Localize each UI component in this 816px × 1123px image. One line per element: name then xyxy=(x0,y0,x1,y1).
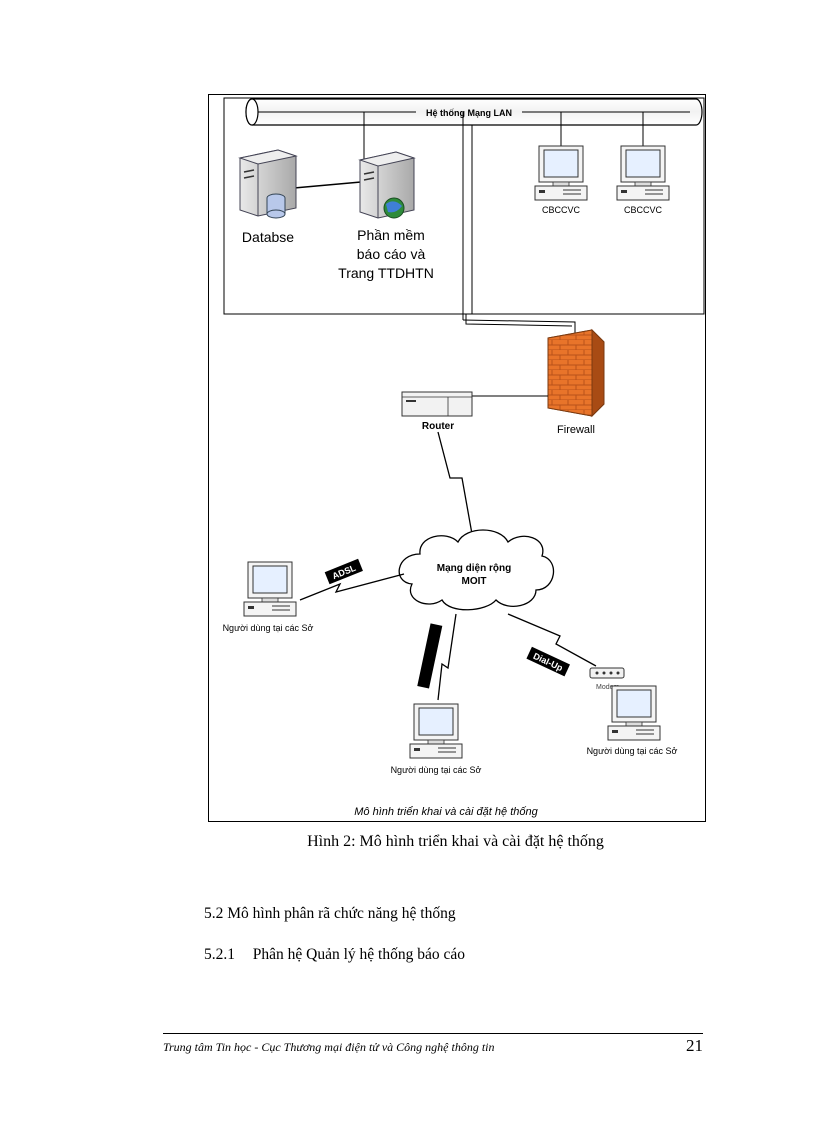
app-server-icon xyxy=(358,151,416,219)
modem-icon xyxy=(589,667,625,679)
firewall-label: Firewall xyxy=(557,424,595,436)
software-label-line-3: Trang TTDHTN xyxy=(338,265,434,281)
wan-cloud-icon xyxy=(398,529,555,611)
modem-label: Modem xyxy=(596,684,620,691)
workstation-label: CBCCVC xyxy=(542,205,581,215)
figure-frame xyxy=(208,94,706,822)
user-pc-right-icon xyxy=(607,685,661,741)
footer-organization: Trung tâm Tin học - Cục Thương mại điện … xyxy=(163,1040,495,1054)
wan-label-line-1: Mạng diện rộng xyxy=(437,563,511,574)
database-server-icon xyxy=(238,149,298,219)
figure-caption: Hình 2: Mô hình triển khai và cài đặt hệ… xyxy=(307,833,604,850)
workstation-label: CBCCVC xyxy=(624,205,663,215)
user-pc-bottom-icon xyxy=(409,703,463,759)
user-label-left: Người dùng tại các Sở xyxy=(223,623,314,633)
footer-divider xyxy=(163,1033,703,1034)
subsection-title: Phân hệ Quản lý hệ thống báo cáo xyxy=(252,946,465,963)
router-icon xyxy=(401,391,473,417)
dialup-link xyxy=(507,613,597,667)
lan-label: Hệ thống Mạng LAN xyxy=(426,108,512,118)
software-label-line-2: báo cáo và xyxy=(357,246,426,262)
workstation-icon xyxy=(534,145,588,201)
wan-label-line-2: MOIT xyxy=(462,576,487,587)
figure-inner-caption: Mô hình triển khai và cài đặt hệ thống xyxy=(354,806,538,818)
lan-pipe: Hệ thống Mạng LAN xyxy=(245,98,703,126)
user-label-right: Người dùng tại các Sở xyxy=(587,746,678,756)
dialup-label: Dial-Up xyxy=(532,651,565,674)
section-heading: 5.2 Mô hình phân rã chức năng hệ thống xyxy=(204,905,456,922)
adsl-tag: ADSL xyxy=(324,558,363,585)
lan-box xyxy=(223,97,705,315)
wan-link-bottom xyxy=(437,613,457,701)
leased-line-block xyxy=(417,623,443,689)
software-label-line-1: Phần mềm xyxy=(357,227,425,243)
user-pc-left-icon xyxy=(243,561,297,617)
database-label: Databse xyxy=(242,229,294,245)
user-label-bottom: Người dùng tại các Sở xyxy=(391,765,482,775)
adsl-link xyxy=(299,573,405,601)
subsection-heading: 5.2.1 Phân hệ Quản lý hệ thống báo cáo xyxy=(204,946,465,964)
workstation-icon xyxy=(616,145,670,201)
wan-link-router xyxy=(437,431,473,535)
dialup-tag: Dial-Up xyxy=(526,646,570,677)
subsection-number: 5.2.1 xyxy=(204,946,235,963)
page-number: 21 xyxy=(686,1036,703,1055)
firewall-icon xyxy=(547,328,605,418)
router-label: Router xyxy=(422,421,454,432)
